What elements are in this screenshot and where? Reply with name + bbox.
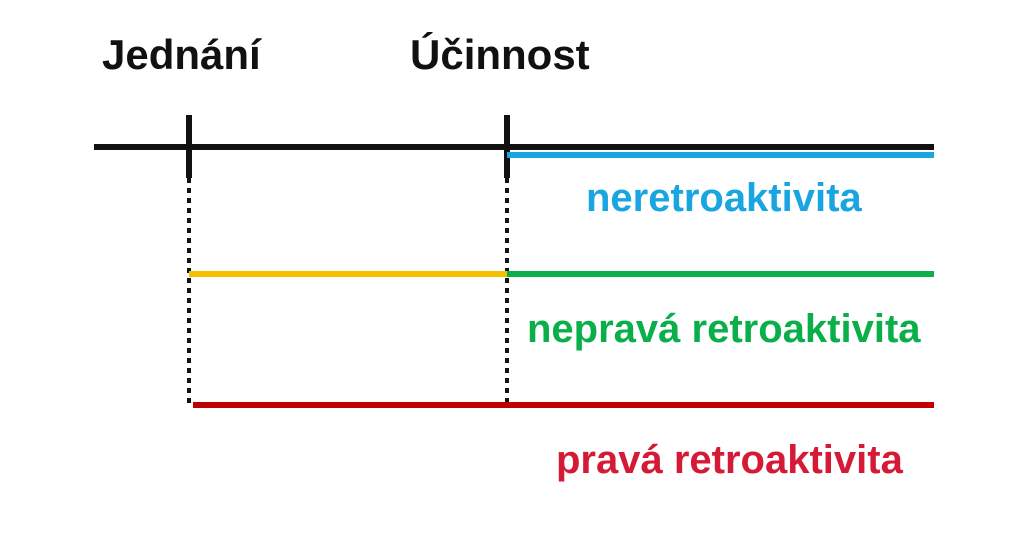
caption-neprava-retroaktivita: nepravá retroaktivita (527, 307, 921, 351)
caption-prava-retroaktivita: pravá retroaktivita (556, 438, 903, 482)
caption-neretroaktivita: neretroaktivita (586, 176, 862, 220)
heading-jednani: Jednání (102, 31, 261, 78)
heading-ucinnost: Účinnost (410, 31, 590, 78)
